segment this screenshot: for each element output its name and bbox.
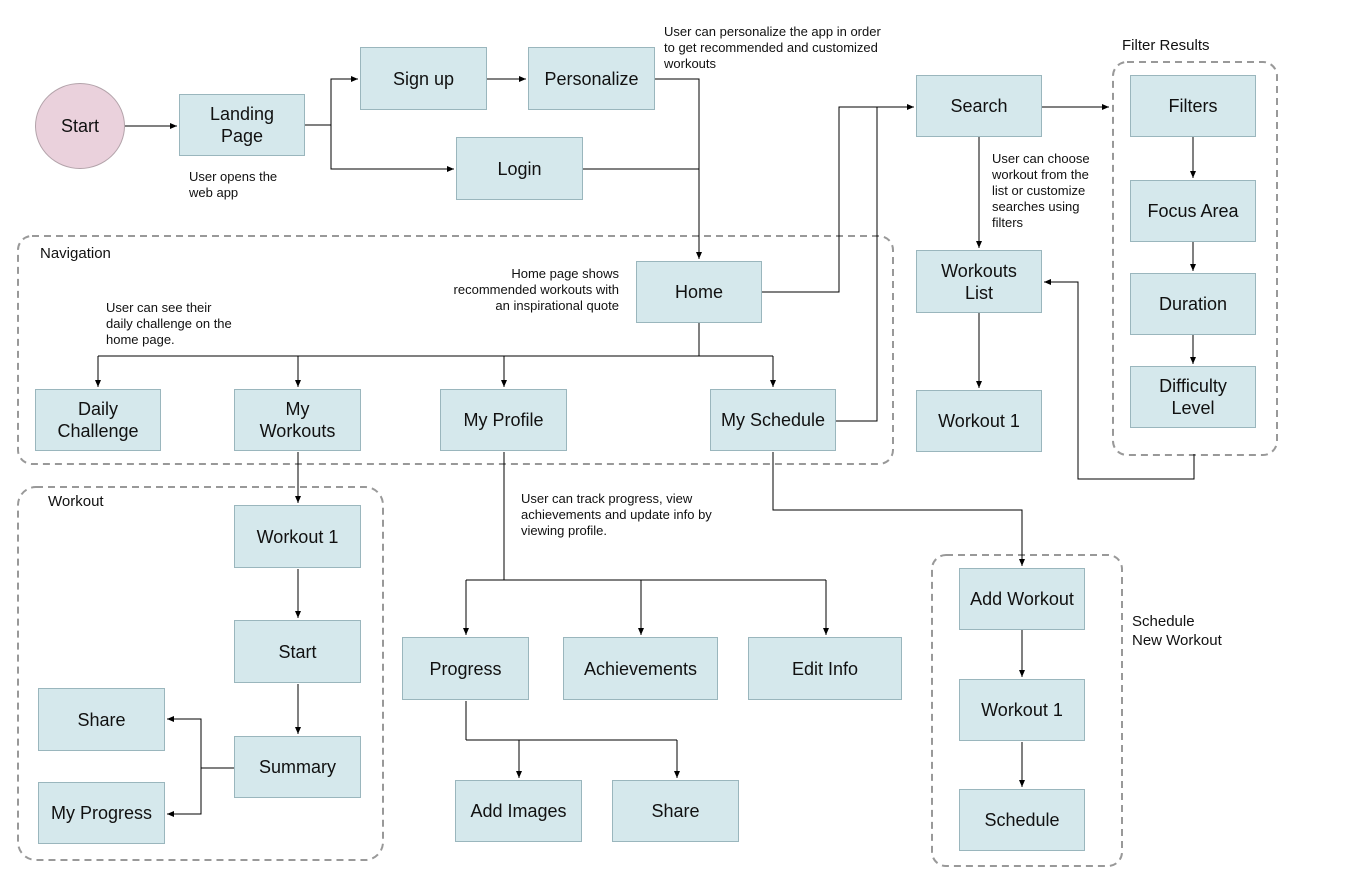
my-workouts-node: My Workouts [234,389,361,451]
filters-node: Filters [1130,75,1256,137]
schedule-node: Schedule [959,789,1085,851]
edge-home-navbus [98,323,773,357]
schedule-workout-1-node: Workout 1 [959,679,1085,741]
edit-info-node: Edit Info [748,637,902,700]
login-node: Login [456,137,583,200]
landing-page-node: Landing Page [179,94,305,156]
opens-app-note: User opens the web app [189,169,278,200]
duration-node: Duration [1130,273,1256,335]
workout-start-node: Start [234,620,361,683]
edge-myschedule-addworkout [772,452,1025,566]
search-node: Search [916,75,1042,137]
filter-results-label: Filter Results [1122,37,1210,54]
daily-challenge-note: User can see their daily challenge on th… [106,300,232,347]
edge-difficulty-workoutslist [1044,279,1195,480]
home-note: Home page shows recommended workouts wit… [453,266,619,313]
search-workout-1-node: Workout 1 [916,390,1042,452]
edge-landing-signup [305,76,358,126]
edge-home-search [762,104,914,293]
edge-summary-myprogress [167,768,202,817]
progress-node: Progress [402,637,529,700]
home-node: Home [636,261,762,323]
start-node: Start [35,83,125,169]
profile-note: User can track progress, view achievemen… [521,491,712,538]
share-workout-node: Share [38,688,165,751]
edge-landing-login [330,125,454,172]
edge-summary-share [167,716,234,769]
edge-progress-bus [465,701,677,741]
filter-results-group [1112,61,1278,456]
schedule-new-workout-label: Schedule New Workout [1132,613,1222,649]
personalize-node: Personalize [528,47,655,110]
my-profile-node: My Profile [440,389,567,451]
edge-myprofile-bus [466,452,826,581]
edge-personalize-home [655,78,702,259]
workouts-list-node: Workouts List [916,250,1042,313]
navigation-group-label: Navigation [40,245,111,262]
workout-group-label: Workout [48,493,104,510]
schedule-group [931,554,1123,867]
difficulty-level-node: Difficulty Level [1130,366,1256,428]
search-note: User can choose workout from the list or… [992,151,1090,230]
my-progress-node: My Progress [38,782,165,844]
share-progress-node: Share [612,780,739,842]
navigation-group [17,235,894,465]
daily-challenge-node: Daily Challenge [35,389,161,451]
workout-1-node: Workout 1 [234,505,361,568]
edge-schedule-search [836,107,878,422]
focus-area-node: Focus Area [1130,180,1256,242]
achievements-node: Achievements [563,637,718,700]
personalize-note: User can personalize the app in order to… [664,24,881,71]
summary-node: Summary [234,736,361,798]
my-schedule-node: My Schedule [710,389,836,451]
add-workout-node: Add Workout [959,568,1085,630]
add-images-node: Add Images [455,780,582,842]
sign-up-node: Sign up [360,47,487,110]
